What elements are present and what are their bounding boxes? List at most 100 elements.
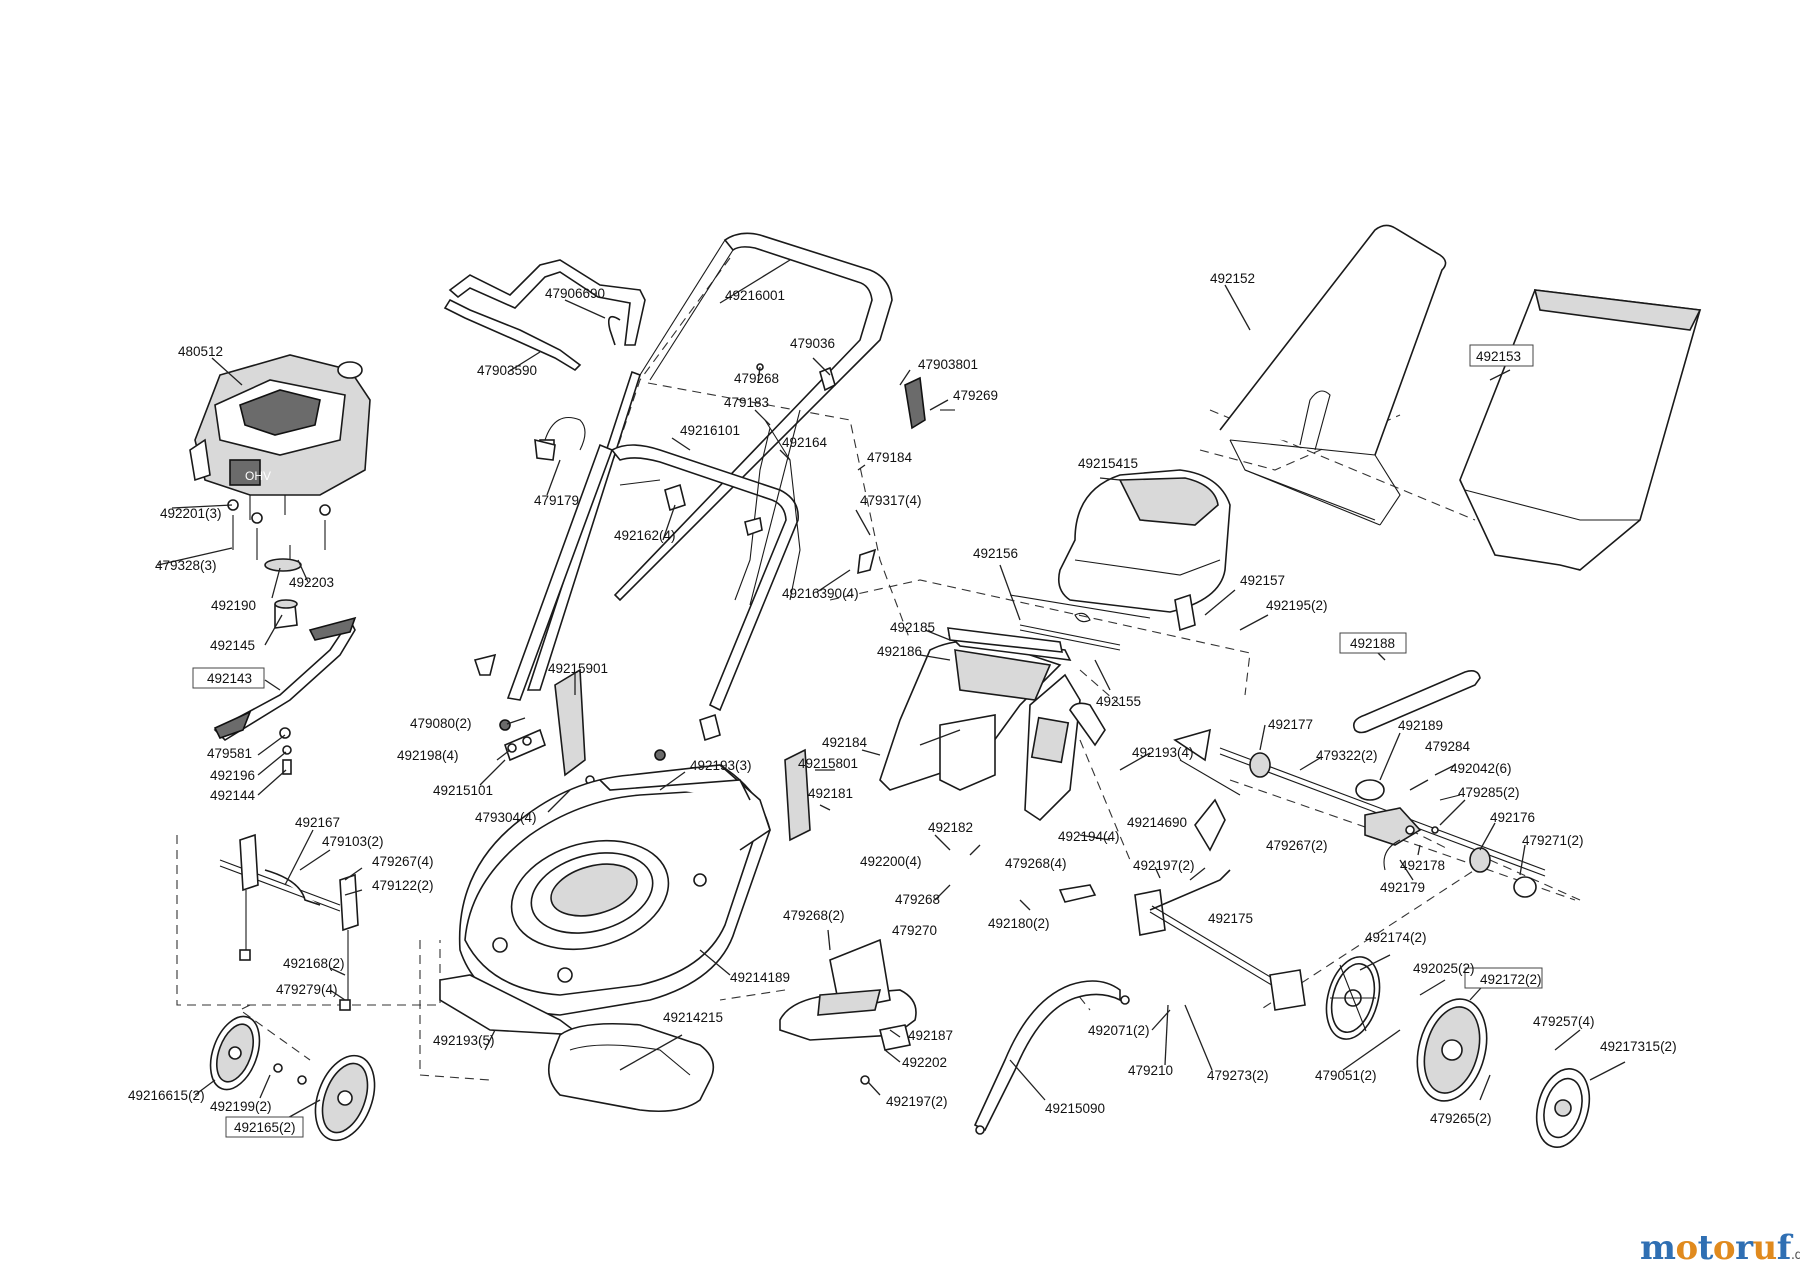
rear-flap-assembly bbox=[879, 627, 1081, 822]
part-label: 479183 bbox=[724, 395, 769, 410]
front-axle bbox=[219, 833, 359, 1011]
bail-lever bbox=[443, 259, 646, 372]
part-label: 492190 bbox=[211, 598, 256, 613]
part-label: 492165(2) bbox=[234, 1120, 296, 1135]
drive-belt bbox=[1352, 670, 1481, 734]
part-label: 492196 bbox=[210, 768, 255, 783]
part-label: 492193(5) bbox=[433, 1033, 495, 1048]
part-label: 479179 bbox=[534, 493, 579, 508]
side-discharge bbox=[779, 938, 917, 1085]
part-label: 479304(4) bbox=[475, 810, 537, 825]
part-label: 49214690 bbox=[1127, 815, 1187, 830]
part-label: 492177 bbox=[1268, 717, 1313, 732]
part-label: 492164 bbox=[782, 435, 828, 450]
part-label: 47906690 bbox=[545, 286, 605, 301]
part-label: 49215901 bbox=[548, 661, 608, 676]
part-label: 492202 bbox=[902, 1055, 947, 1070]
engine-bolts bbox=[227, 499, 331, 560]
part-label: 492181 bbox=[808, 786, 853, 801]
part-label: 492176 bbox=[1490, 810, 1535, 825]
part-label: 479279(4) bbox=[276, 982, 338, 997]
part-label: 492199(2) bbox=[210, 1099, 272, 1114]
logo-letter: o bbox=[1675, 1228, 1698, 1268]
part-label: 49216001 bbox=[725, 288, 785, 303]
part-label: 492198(4) bbox=[397, 748, 459, 763]
part-label: 479184 bbox=[867, 450, 913, 465]
part-label: 49214189 bbox=[730, 970, 790, 985]
part-label: 492144 bbox=[210, 788, 256, 803]
rear-handle-bracket bbox=[1069, 702, 1241, 911]
part-label: 492175 bbox=[1208, 911, 1253, 926]
part-label: 479284 bbox=[1425, 739, 1471, 754]
part-label: 492184 bbox=[822, 735, 868, 750]
engine: OHV bbox=[189, 354, 371, 520]
motoruf-logo: motoruf.de bbox=[1640, 1228, 1800, 1268]
part-label: 492162(4) bbox=[614, 528, 676, 543]
part-label: 492143 bbox=[207, 671, 252, 686]
part-label: 492200(4) bbox=[860, 854, 922, 869]
part-label: 479268(2) bbox=[783, 908, 845, 923]
part-label: 479265(2) bbox=[1430, 1111, 1492, 1126]
part-label: 479257(4) bbox=[1533, 1014, 1595, 1029]
part-label: 492156 bbox=[973, 546, 1018, 561]
logo-domain-suffix: .de bbox=[1790, 1248, 1800, 1263]
part-label: 49215090 bbox=[1045, 1101, 1105, 1116]
part-label: 492153 bbox=[1476, 349, 1521, 364]
part-label: 492157 bbox=[1240, 573, 1285, 588]
part-label: 479271(2) bbox=[1522, 833, 1584, 848]
part-label: 47903801 bbox=[918, 357, 978, 372]
part-label: 492025(2) bbox=[1413, 961, 1475, 976]
part-label: 49214215 bbox=[663, 1010, 723, 1025]
part-label: 492193(4) bbox=[1132, 745, 1194, 760]
handle-brackets bbox=[499, 668, 811, 842]
handle-hardware bbox=[473, 363, 955, 742]
rear-flap-rod bbox=[973, 980, 1130, 1135]
part-label: 479581 bbox=[207, 746, 252, 761]
logo-letter: t bbox=[1697, 1228, 1714, 1268]
leader-lines bbox=[157, 259, 1626, 1126]
part-label: 492188 bbox=[1350, 636, 1395, 651]
part-label: 492193(3) bbox=[690, 758, 752, 773]
part-label: 49217315(2) bbox=[1600, 1039, 1677, 1054]
upper-handle bbox=[506, 232, 893, 712]
part-label: 479122(2) bbox=[372, 878, 434, 893]
part-label: 479051(2) bbox=[1315, 1068, 1377, 1083]
part-label: 479268 bbox=[734, 371, 779, 386]
part-label: 492197(2) bbox=[1133, 858, 1195, 873]
grass-bag-frame bbox=[1219, 224, 1447, 526]
part-label: 49216390(4) bbox=[782, 586, 859, 601]
blade-assembly bbox=[213, 558, 357, 775]
part-label: 479322(2) bbox=[1316, 748, 1378, 763]
part-label: 492178 bbox=[1400, 858, 1445, 873]
mulch-plug bbox=[547, 1023, 715, 1113]
logo-letter: r bbox=[1735, 1228, 1753, 1268]
part-label: 492186 bbox=[877, 644, 922, 659]
part-label: 492182 bbox=[928, 820, 973, 835]
part-label: 492168(2) bbox=[283, 956, 345, 971]
front-wheels bbox=[209, 1015, 376, 1142]
bag-cover bbox=[1009, 469, 1231, 632]
part-label: 492042(6) bbox=[1450, 761, 1512, 776]
part-label: 479269 bbox=[953, 388, 998, 403]
part-label: 492195(2) bbox=[1266, 598, 1328, 613]
part-label: 479210 bbox=[1128, 1063, 1173, 1078]
part-label: 49216615(2) bbox=[128, 1088, 205, 1103]
part-label: 479036 bbox=[790, 336, 835, 351]
part-label: 479103(2) bbox=[322, 834, 384, 849]
part-label: 492189 bbox=[1398, 718, 1443, 733]
part-label: 479317(4) bbox=[860, 493, 922, 508]
part-label: 492155 bbox=[1096, 694, 1141, 709]
part-label: 49215415 bbox=[1078, 456, 1138, 471]
part-label: 492167 bbox=[295, 815, 340, 830]
part-label: 479328(3) bbox=[155, 558, 217, 573]
part-label: 47903590 bbox=[477, 363, 537, 378]
part-number-labels: 480512 492201(3) 479328(3) 492190 492203… bbox=[128, 271, 1677, 1135]
svg-text:OHV: OHV bbox=[245, 469, 271, 483]
logo-letter: f bbox=[1776, 1228, 1792, 1268]
part-label: 479268(4) bbox=[1005, 856, 1067, 871]
part-label: 479080(2) bbox=[410, 716, 472, 731]
part-label: 492172(2) bbox=[1480, 972, 1542, 987]
part-label: 492174(2) bbox=[1365, 930, 1427, 945]
part-label: 479267(2) bbox=[1266, 838, 1328, 853]
